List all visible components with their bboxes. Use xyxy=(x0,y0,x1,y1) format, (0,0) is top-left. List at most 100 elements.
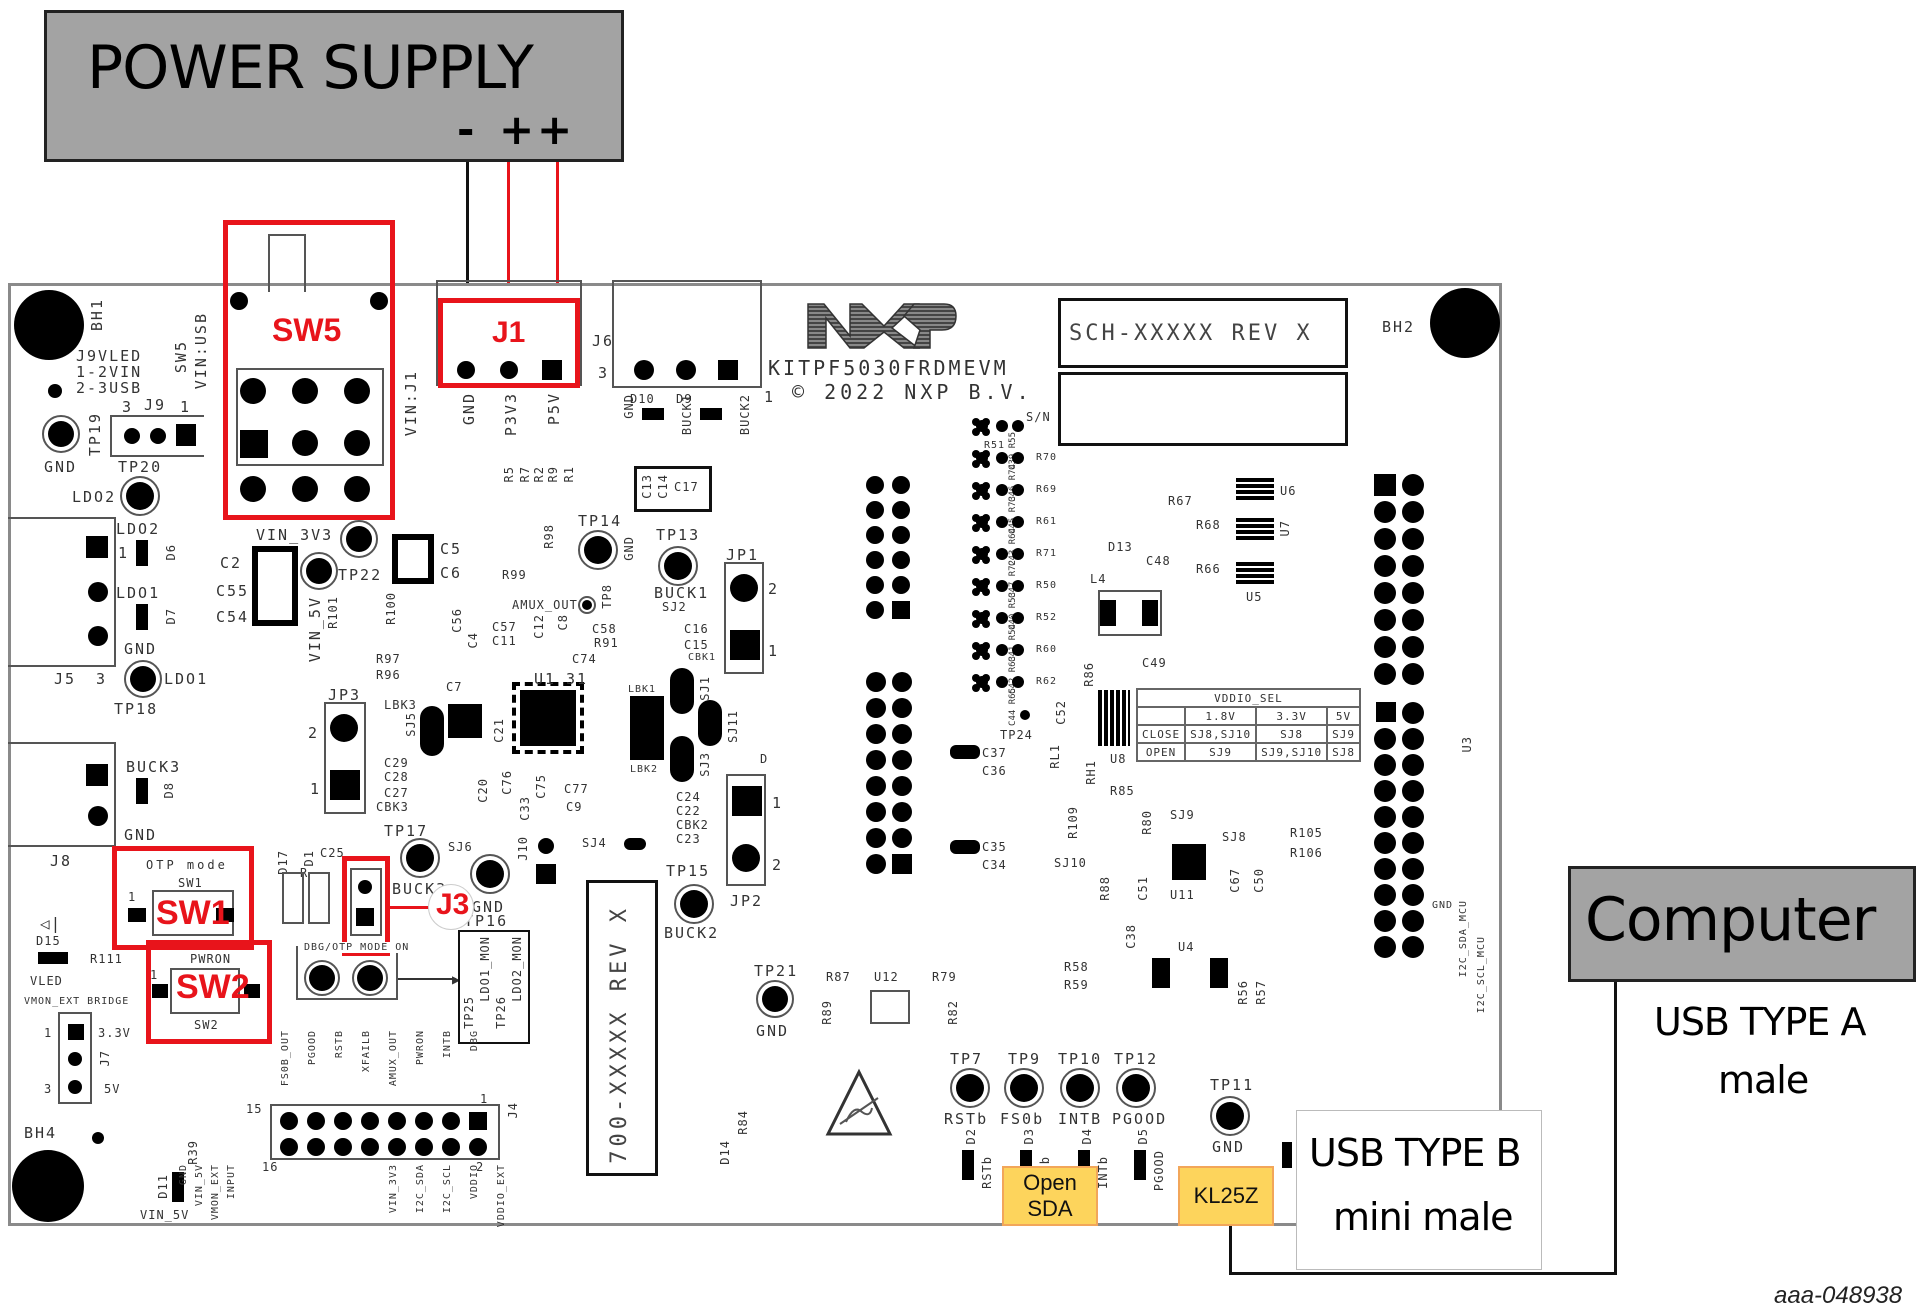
d6-label: D6 xyxy=(164,544,178,561)
testpoint-tp22[interactable] xyxy=(300,552,338,590)
testpoint-tp13[interactable] xyxy=(658,546,698,586)
c5-label: C5 xyxy=(440,540,463,558)
d8-label: D8 xyxy=(162,782,176,799)
testpoint-tp9[interactable] xyxy=(1004,1068,1044,1108)
u7-label: U7 xyxy=(1278,520,1292,537)
solder-jumper-sj4[interactable] xyxy=(624,838,646,850)
solder-jumper-sj3[interactable] xyxy=(670,736,694,782)
j4-header[interactable] xyxy=(270,1104,500,1160)
c14-label: C14 xyxy=(656,474,670,499)
testpoint-tp10[interactable] xyxy=(1060,1068,1100,1108)
j8-connector[interactable] xyxy=(8,742,116,847)
solder-jumper-sj11[interactable] xyxy=(698,700,722,746)
testpoint-tp17[interactable] xyxy=(400,838,440,878)
testpoint-tp18[interactable] xyxy=(124,660,162,698)
testpoint-tp24-pad[interactable] xyxy=(1020,710,1030,720)
testpoint-tp8[interactable] xyxy=(578,596,596,614)
dbg-otp-header[interactable] xyxy=(296,946,398,1000)
r85-label: R85 xyxy=(1110,784,1135,798)
r58-label: R58 xyxy=(1064,960,1089,974)
vin-j1-silk: VIN:J1 xyxy=(402,370,420,437)
usb-cable-vert-right xyxy=(1614,980,1617,1275)
r-array-pad xyxy=(972,684,980,692)
testpoint-tp12[interactable] xyxy=(1116,1068,1156,1108)
u5-label: U5 xyxy=(1246,590,1263,604)
tp15-label: TP15 xyxy=(666,862,711,880)
mid-header-pin xyxy=(892,526,910,544)
r-array-res-label: R69 xyxy=(1036,484,1058,495)
cap-bank-c5-c6 xyxy=(392,534,434,584)
l4-label: L4 xyxy=(1090,572,1107,586)
mid-header-pin xyxy=(866,750,886,770)
testpoint-tp16[interactable] xyxy=(470,854,510,894)
testpoint-tp15[interactable] xyxy=(674,884,714,924)
ldo1-mon-label: LDO1_MON xyxy=(478,936,492,1002)
esd-warning-icon xyxy=(824,1068,894,1142)
c9-label: C9 xyxy=(566,800,583,814)
sw2-button[interactable] xyxy=(170,968,240,1014)
j4-bottom-label: VMON_EXT xyxy=(210,1164,221,1221)
c76-label: C76 xyxy=(500,770,514,795)
solder-jumper-sj5[interactable] xyxy=(420,706,444,756)
solder-jumper-sj1[interactable] xyxy=(670,668,694,714)
j9-connector[interactable] xyxy=(110,415,204,457)
testpoint-tp11[interactable] xyxy=(1210,1096,1250,1136)
j6-connector[interactable] xyxy=(612,280,762,388)
serial-number-box[interactable] xyxy=(1058,372,1348,446)
led-d2 xyxy=(962,1150,974,1180)
ic-u7 xyxy=(1236,516,1274,540)
u3-pin-1 xyxy=(1376,702,1396,722)
testpoint-tp20[interactable] xyxy=(120,476,160,516)
j7-pin-1 xyxy=(68,1024,84,1040)
r79-label: R79 xyxy=(932,970,957,984)
tp14-label: TP14 xyxy=(578,512,623,530)
testpoint-tp21[interactable] xyxy=(756,980,794,1018)
u3-pin xyxy=(1402,884,1424,906)
j5-connector[interactable] xyxy=(8,517,116,667)
usb-b-line2: mini male xyxy=(1333,1195,1514,1239)
testpoint-tp26[interactable] xyxy=(352,960,388,996)
r-array-res xyxy=(996,644,1008,656)
j4-top-label: PGOOD xyxy=(307,1030,318,1066)
sw5-pin xyxy=(344,378,370,404)
r84-label: R84 xyxy=(736,1110,750,1135)
testpoint-tp25[interactable] xyxy=(304,960,340,996)
d10-label: D10 xyxy=(630,392,655,406)
jumper-jp3[interactable] xyxy=(324,702,366,814)
r-array-res-label: R51 xyxy=(984,440,1006,451)
j3-jumper[interactable] xyxy=(350,868,382,936)
r82-label: R82 xyxy=(946,1000,960,1025)
sw5-switch-body[interactable] xyxy=(236,368,384,466)
testpoint-tp19[interactable] xyxy=(42,415,80,453)
r99-label: R99 xyxy=(502,568,527,582)
callout-sw2-label: SW2 xyxy=(176,968,250,1006)
r101-label: R101 xyxy=(326,596,340,629)
c7-label: C7 xyxy=(446,680,463,694)
u1-label: U1 xyxy=(534,670,557,688)
tp16-label: TP16 xyxy=(464,912,509,930)
ic-u8 xyxy=(1098,690,1130,746)
testpoint-tp7[interactable] xyxy=(950,1068,990,1108)
callout-j3-box xyxy=(342,856,390,956)
testpoint-tp14[interactable] xyxy=(578,530,618,570)
r67-label: R67 xyxy=(1168,494,1193,508)
vddio-sel-table: VDDIO_SEL 1.8V 3.3V 5V CLOSE SJ8,SJ10 SJ… xyxy=(1135,688,1361,762)
tp15-net: BUCK2 xyxy=(664,924,720,942)
j7-jumper[interactable] xyxy=(58,1012,92,1104)
testpoint-tp23[interactable] xyxy=(340,520,378,558)
d5-label: D5 xyxy=(1136,1128,1150,1145)
tp12-label: TP12 xyxy=(1114,1050,1159,1068)
c56-label: C56 xyxy=(450,608,464,633)
c58-label: C58 xyxy=(592,622,617,636)
ldo2-mon-label: LDO2_MON xyxy=(510,936,524,1002)
jumper-jp1[interactable] xyxy=(724,562,764,674)
c33-label: C33 xyxy=(518,796,532,821)
jumper-jp2[interactable] xyxy=(726,774,766,886)
r7: R7 xyxy=(518,466,532,483)
opensda-text: Open SDA xyxy=(1023,1169,1077,1221)
j9-pin3-num: 3 xyxy=(122,398,134,416)
r-array-res xyxy=(976,612,988,624)
u3-pin xyxy=(1374,582,1396,604)
mid-header-pin xyxy=(892,672,912,692)
j4-pin16: 16 xyxy=(262,1160,279,1174)
